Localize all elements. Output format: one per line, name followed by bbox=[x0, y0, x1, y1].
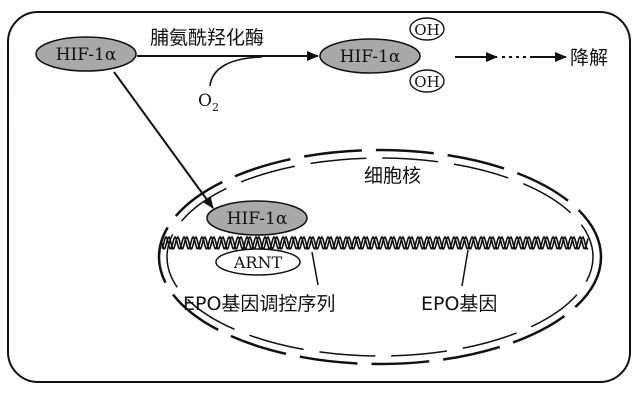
nucleus-label: 细胞核 bbox=[364, 165, 421, 187]
nucleus-outer bbox=[157, 148, 603, 366]
enzyme-label: 脯氨酰羟化酶 bbox=[150, 27, 264, 49]
epo-regulatory-label: EPO基因调控序列 bbox=[183, 293, 335, 315]
hif-nucleus-label: HIF-1α bbox=[227, 209, 288, 229]
hif-left-label: HIF-1α bbox=[56, 45, 117, 65]
degradation-label: 降解 bbox=[570, 47, 608, 69]
o2-curve bbox=[209, 56, 263, 87]
hif-right-ellipse bbox=[319, 38, 421, 74]
oh-bottom-label: OH bbox=[414, 73, 439, 91]
arnt-label: ARNT bbox=[233, 253, 283, 272]
oh-bottom-ellipse bbox=[409, 69, 445, 93]
hif-right-label: HIF-1α bbox=[340, 47, 401, 67]
dna-strand bbox=[161, 235, 589, 251]
nucleus-inner bbox=[166, 157, 594, 357]
epo-gene-pointer bbox=[461, 249, 469, 287]
oh-top-label: OH bbox=[414, 21, 439, 39]
cell-outline bbox=[7, 11, 631, 383]
nuclear-entry-arrow bbox=[113, 71, 214, 209]
epo-gene-label: EPO基因 bbox=[421, 293, 497, 315]
arnt-ellipse bbox=[215, 248, 301, 276]
regulatory-pointer bbox=[311, 251, 319, 286]
hif-left-ellipse bbox=[35, 36, 137, 72]
o2-label: O2 bbox=[198, 91, 219, 114]
oh-top-ellipse bbox=[409, 17, 445, 41]
hif-nucleus-ellipse bbox=[206, 200, 308, 236]
